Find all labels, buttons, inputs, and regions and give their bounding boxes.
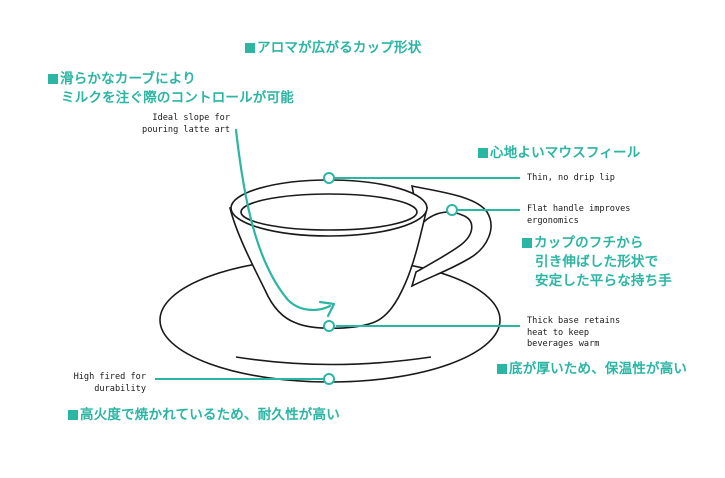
bullet-square-icon (522, 238, 532, 248)
heading-smooth-curve: 滑らかなカーブにより ミルクを注ぐ際のコントロールが可能 (48, 70, 294, 108)
leader-lines (155, 177, 520, 380)
lip-marker (323, 172, 335, 184)
bullet-square-icon (68, 410, 78, 420)
heading-handle: カップのフチから 引き伸ばした形状で 安定した平らな持ち手 (522, 234, 672, 291)
callout-lip: Thin, no drip lip (527, 173, 615, 183)
cup-inner-rim (240, 193, 418, 231)
callout-slope: Ideal slope for pouring latte art (142, 113, 230, 135)
bullet-square-icon (478, 148, 488, 158)
heading-aroma: アロマが広がるカップ形状 (245, 39, 421, 58)
fired-marker (323, 373, 335, 385)
slope-arrow (234, 128, 336, 318)
heading-base: 底が厚いため、保温性が高い (497, 360, 687, 379)
heading-mouthfeel: 心地よいマウスフィール (478, 144, 640, 163)
base-marker (323, 320, 335, 332)
saucer-base-line (235, 356, 432, 366)
heading-fired: 高火度で焼かれているため、耐久性が高い (68, 406, 340, 425)
callout-fired: High fired for durability (73, 372, 146, 394)
bullet-square-icon (245, 43, 255, 53)
callout-handle: Flat handle improves ergonomics (527, 204, 631, 226)
bullet-square-icon (497, 364, 507, 374)
markers (323, 172, 458, 385)
callout-base: Thick base retains heat to keep beverage… (527, 316, 621, 349)
bullet-square-icon (48, 74, 58, 84)
cup-body (228, 179, 429, 329)
handle-marker (446, 204, 458, 216)
arrow-head (318, 300, 336, 318)
